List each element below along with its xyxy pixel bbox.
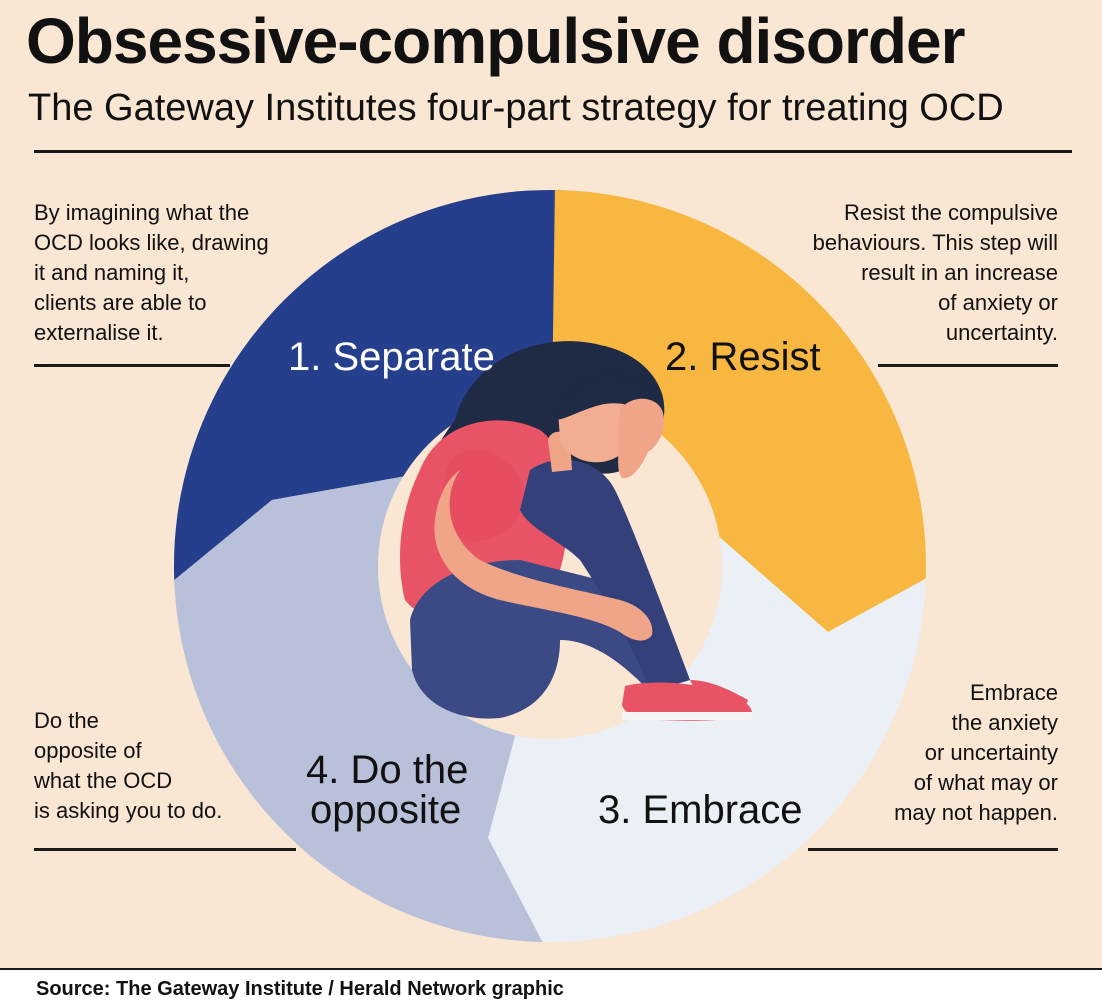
source-credit: Source: The Gateway Institute / Herald N… — [36, 978, 564, 1000]
page-title: Obsessive-compulsive disorder — [26, 5, 965, 77]
note-separate: By imagining what the OCD looks like, dr… — [34, 200, 269, 345]
note-resist: Resist the compulsive behaviours. This s… — [812, 200, 1058, 345]
step-label-opposite-line1: 4. Do the — [306, 748, 468, 792]
step-label-opposite-line2: opposite — [310, 788, 461, 832]
rule-embrace — [808, 848, 1058, 851]
step-label-separate: 1. Separate — [288, 335, 495, 379]
anxious-woman-illustration — [400, 341, 752, 721]
step-label-embrace: 3. Embrace — [598, 788, 803, 832]
step-label-resist: 2. Resist — [665, 335, 821, 379]
footer-bar — [0, 968, 1102, 1008]
page-subtitle: The Gateway Institutes four-part strateg… — [28, 87, 1004, 129]
rule-opposite — [34, 848, 296, 851]
footer-divider — [0, 968, 1102, 970]
header-divider — [34, 150, 1072, 153]
rule-resist — [878, 364, 1058, 367]
note-opposite: Do the opposite of what the OCD is askin… — [34, 708, 223, 823]
rule-separate — [34, 364, 230, 367]
note-embrace: Embrace the anxiety or uncertainty of wh… — [894, 680, 1058, 825]
